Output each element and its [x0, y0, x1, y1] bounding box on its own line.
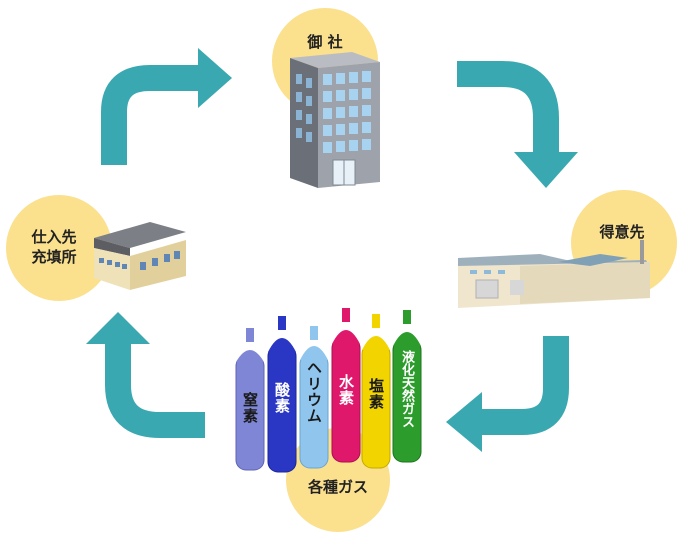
cylinder-nitrogen	[235, 328, 265, 471]
gases-label: 各種ガス	[307, 478, 368, 496]
cylinder-chlorine	[361, 314, 391, 469]
cylinder-label-nitrogen: 窒素	[241, 392, 259, 424]
cylinder-label-lng: 液化天然ガス	[399, 350, 414, 428]
cylinder-oxygen	[267, 316, 297, 473]
cylinder-label-helium: ヘリウム	[305, 360, 323, 424]
cylinder-hydrogen	[331, 308, 361, 463]
supplier-label-line1: 仕入先	[31, 228, 77, 246]
cylinder-label-hydrogen: 水素	[337, 374, 355, 406]
supplier-label-line2: 充填所	[31, 248, 77, 266]
arrow-customer-to-gases	[446, 336, 569, 452]
cylinder-label-chlorine: 塩素	[367, 378, 385, 410]
arrow-supplier-to-company	[101, 48, 232, 165]
company-label: 御 社	[307, 33, 343, 51]
arrow-gases-to-supplier	[86, 312, 205, 438]
customer-label: 得意先	[599, 223, 645, 241]
cylinder-helium	[299, 326, 329, 469]
arrow-company-to-customer	[457, 61, 578, 188]
cylinder-lng	[392, 310, 422, 463]
cylinder-label-oxygen: 酸素	[273, 382, 291, 414]
